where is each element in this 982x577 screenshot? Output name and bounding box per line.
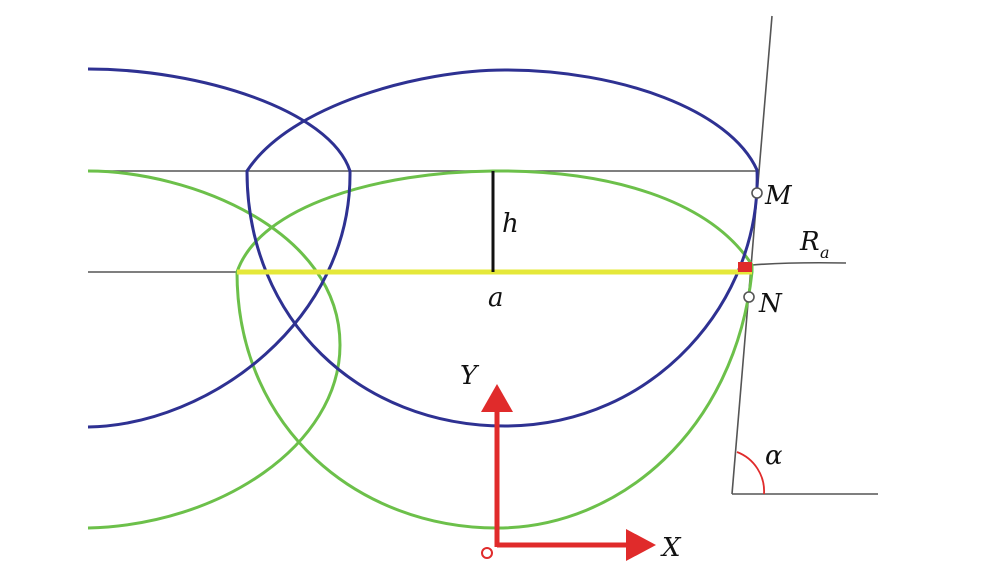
y-axis-arrowhead (481, 384, 513, 412)
green-arc-left (87, 169, 342, 530)
label-n: N (758, 289, 783, 319)
label-r-subscript: a (820, 243, 830, 262)
label-r: R (799, 227, 820, 257)
origin-marker (481, 547, 493, 559)
label-y-axis: Y (460, 361, 480, 391)
blue-arc-left (87, 67, 352, 429)
label-m: M (764, 181, 793, 211)
label-x-axis: X (660, 533, 682, 563)
ra-marker (738, 262, 752, 272)
flank-line (731, 15, 773, 495)
point-n-marker (743, 291, 755, 303)
label-h: h (502, 209, 519, 239)
blue-arc-center (245, 68, 759, 428)
ra-leader-line (751, 261, 847, 266)
point-m-marker (751, 187, 763, 199)
label-a: a (488, 283, 504, 313)
alpha-angle-arc (736, 451, 765, 495)
label-alpha: α (765, 441, 783, 471)
x-axis-arrowhead (626, 529, 656, 561)
green-arc-center (235, 169, 754, 530)
